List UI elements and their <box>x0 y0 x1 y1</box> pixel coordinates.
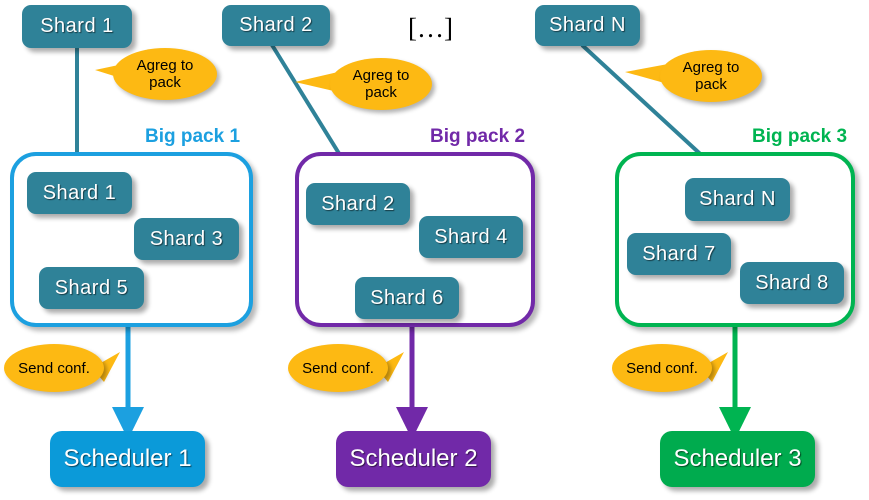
ellipsis-label: […] <box>408 13 453 43</box>
callout-send-conf-2: Send conf. <box>288 344 388 392</box>
pack-2-label: Big pack 2 <box>430 126 525 148</box>
top-shard-2[interactable]: Shard 2 <box>222 5 330 46</box>
pack-2-label-text: Big pack 2 <box>430 126 526 147</box>
callout-agreg-1-line2: pack <box>149 74 181 91</box>
pack-3-shard-7[interactable]: Shard 7 <box>627 233 731 275</box>
scheduler-1[interactable]: Scheduler 1 <box>50 431 205 487</box>
callout-bubble <box>4 344 104 392</box>
pack-1-shard-5-label: Shard 5 <box>54 276 129 299</box>
callout-agreg-2-text: Agreg to pack <box>349 67 414 101</box>
callout-bubble <box>612 344 712 392</box>
callout-agreg-1-text: Agreg to pack <box>133 57 198 91</box>
callout-bubble <box>288 344 388 392</box>
callout-agreg-2-line1: Agreg to <box>352 67 410 84</box>
scheduler-2-label: Scheduler 2 <box>349 445 478 472</box>
pack-2-shard-4-label: Shard 4 <box>434 225 508 248</box>
top-shard-n[interactable]: Shard N <box>535 5 640 46</box>
ellipsis-marker: […] <box>408 13 453 44</box>
pack-1-label-text: Big pack 1 <box>145 126 241 147</box>
pack-2-shard-4[interactable]: Shard 4 <box>419 216 523 258</box>
pack-3-shard-8-label: Shard 8 <box>755 271 829 294</box>
pack-1-shard-5[interactable]: Shard 5 <box>39 267 144 309</box>
pack-3-shard-n-label: Shard N <box>699 188 776 210</box>
top-shard-n-label: Shard N <box>549 14 626 36</box>
callout-agreg-to-pack-3: Agreg to pack <box>660 50 762 102</box>
callout-send-conf-1: Send conf. <box>4 344 104 392</box>
pack-1-shard-1-label: Shard 1 <box>42 181 117 204</box>
callout-agreg-2-line2: pack <box>365 84 397 101</box>
pack-3-shard-8[interactable]: Shard 8 <box>740 262 844 304</box>
pack-2-shard-6[interactable]: Shard 6 <box>355 277 459 319</box>
scheduler-3-label: Scheduler 3 <box>673 445 802 472</box>
pack-1-label: Big pack 1 <box>145 126 240 148</box>
callout-agreg-3-line1: Agreg to <box>682 59 740 76</box>
pack-3-shard-n[interactable]: Shard N <box>685 178 790 221</box>
callout-agreg-3-text: Agreg to pack <box>679 59 744 93</box>
top-shard-1-label: Shard 1 <box>40 15 114 37</box>
pack-1-shard-3[interactable]: Shard 3 <box>134 218 239 260</box>
pack-2-shard-2[interactable]: Shard 2 <box>306 183 410 225</box>
pack-3-shard-7-label: Shard 7 <box>642 242 716 265</box>
callout-send-conf-2-text: Send conf. <box>302 359 374 377</box>
scheduler-3[interactable]: Scheduler 3 <box>660 431 815 487</box>
pack-1-shard-3-label: Shard 3 <box>149 227 224 250</box>
top-shard-1[interactable]: Shard 1 <box>22 5 132 48</box>
callout-agreg-1-line1: Agreg to <box>136 57 194 74</box>
pack-3-label: Big pack 3 <box>752 126 847 148</box>
callout-send-conf-1-text: Send conf. <box>18 359 90 377</box>
pack-1-shard-1[interactable]: Shard 1 <box>27 172 132 214</box>
callout-agreg-to-pack-1: Agreg to pack <box>113 48 217 100</box>
pack-2-shard-6-label: Shard 6 <box>370 286 444 309</box>
pack-3-label-text: Big pack 3 <box>752 126 848 147</box>
scheduler-1-label: Scheduler 1 <box>63 445 192 472</box>
callout-agreg-3-line2: pack <box>695 76 727 93</box>
callout-agreg-to-pack-2: Agreg to pack <box>330 58 432 110</box>
callout-send-conf-3: Send conf. <box>612 344 712 392</box>
scheduler-2[interactable]: Scheduler 2 <box>336 431 491 487</box>
callout-send-conf-3-text: Send conf. <box>626 359 698 377</box>
top-shard-2-label: Shard 2 <box>239 14 313 36</box>
pack-2-shard-2-label: Shard 2 <box>321 192 395 215</box>
